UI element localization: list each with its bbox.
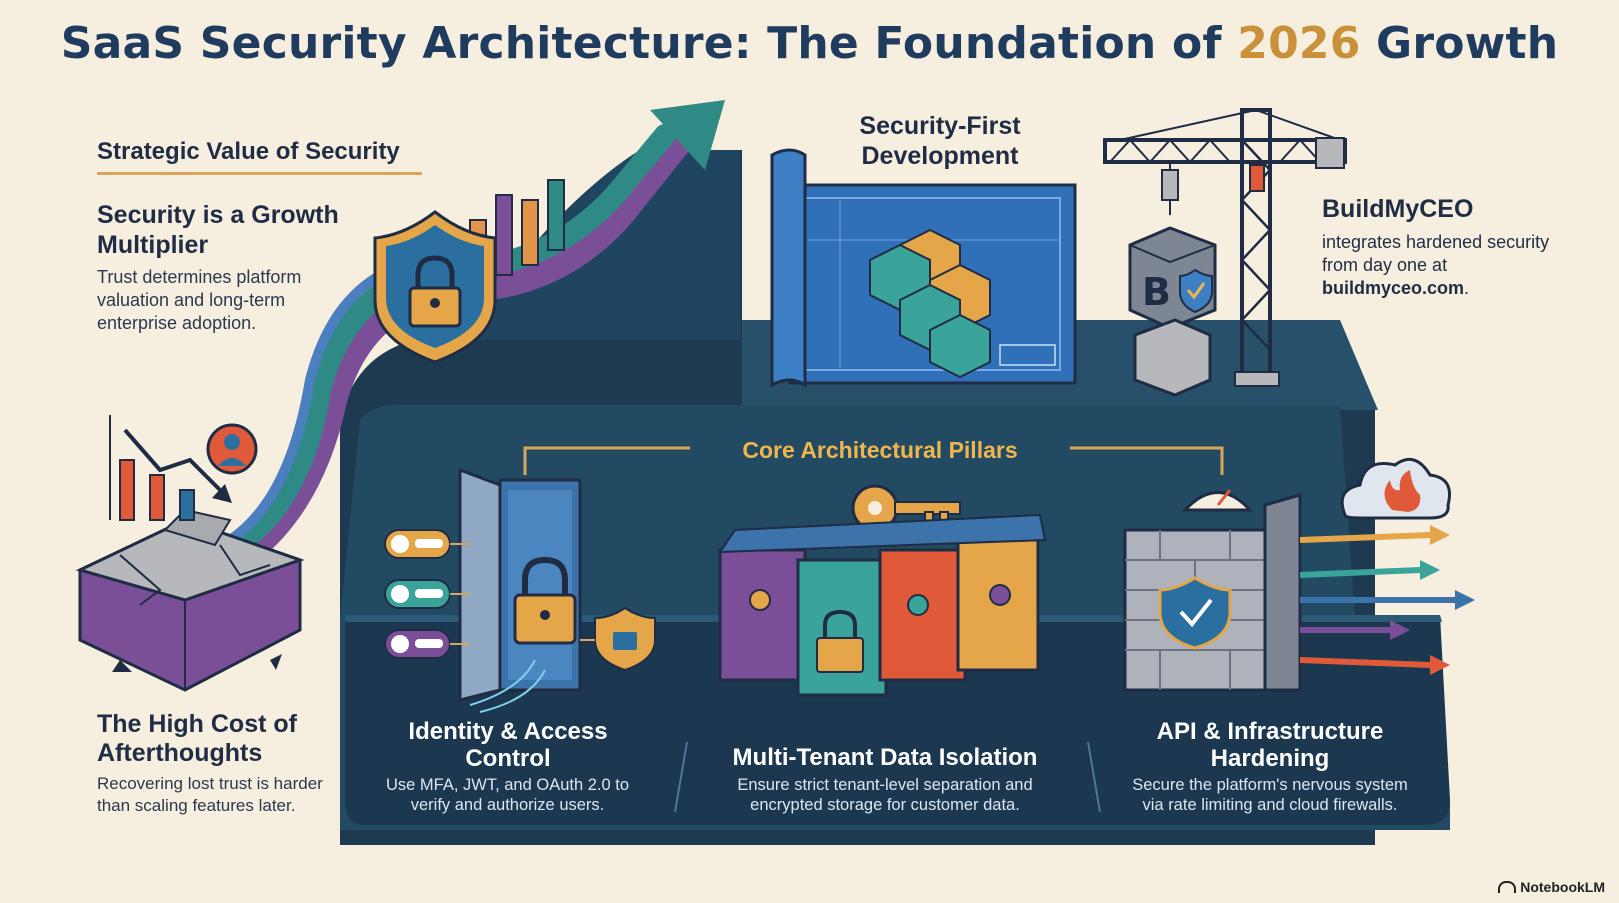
strategic-underline — [97, 172, 422, 175]
tenant-lockers-icon — [718, 513, 1047, 697]
cost-text: Recovering lost trust is harder than sca… — [97, 774, 323, 815]
strategic-heading: Strategic Value of Security — [97, 138, 400, 165]
brand-name: BuildMyCEO — [1322, 195, 1474, 223]
security-first-title: Security-First Development — [859, 112, 1021, 170]
multiplier-text: Trust determines platform valuation and … — [97, 267, 302, 333]
cost-title: The High Cost of Afterthoughts — [97, 710, 297, 767]
declining-chart-icon — [109, 415, 258, 521]
pillar-identity-title: Identity & Access Control — [408, 718, 608, 772]
identity-door-icon — [458, 467, 582, 713]
pillars-heading: Core Architectural Pillars — [742, 437, 1018, 463]
brand-text: integrates hardened security from day on… — [1322, 232, 1550, 298]
page-title: SaaS Security Architecture: The Foundati… — [60, 18, 1559, 69]
notebooklm-icon — [1498, 881, 1517, 893]
pillar-hardening-text: Secure the platform's nervous system via… — [1132, 776, 1408, 814]
growth-arrow-icon — [650, 100, 725, 170]
cracked-blocks-icon — [75, 508, 305, 692]
user-badge-icon — [384, 529, 470, 659]
pillar-hardening-title: API & Infrastructure Hardening — [1156, 718, 1384, 772]
firewall-icon — [1123, 489, 1302, 692]
pillar-isolation-text: Ensure strict tenant-level separation an… — [737, 776, 1033, 814]
pillar-identity-text: Use MFA, JWT, and OAuth 2.0 to verify an… — [385, 776, 629, 814]
notebooklm-badge: NotebookLM — [1498, 879, 1605, 895]
divider-1 — [674, 741, 688, 813]
pillars-connector — [523, 446, 1224, 475]
key-icon — [851, 484, 961, 532]
small-shield-icon — [580, 606, 656, 672]
svg-text:B: B — [1142, 270, 1171, 314]
cloud-fire-icon — [1340, 457, 1451, 520]
pillar-isolation-title: Multi-Tenant Data Isolation — [732, 744, 1038, 771]
title-year: 2026 — [1237, 18, 1361, 69]
divider-2 — [1087, 741, 1101, 813]
blueprint-icon — [770, 148, 1077, 388]
multiplier-title: Security is a Growth Multiplier — [97, 201, 339, 259]
brand-url: buildmyceo.com — [1322, 278, 1465, 298]
traffic-arrows-icon — [1299, 525, 1475, 675]
padlock-shield-icon — [373, 210, 497, 364]
crane-icon: B — [1103, 108, 1347, 397]
